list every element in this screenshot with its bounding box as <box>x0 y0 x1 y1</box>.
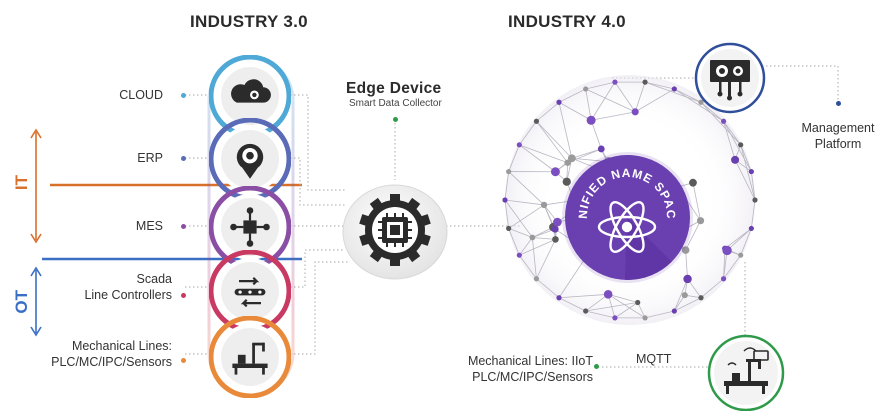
sphere-node <box>738 142 744 148</box>
sphere-node <box>551 225 559 233</box>
label-cloud: CLOUD <box>119 88 163 102</box>
edge-device-title: Edge Device <box>346 80 442 97</box>
it-bracket-arrow <box>30 128 42 244</box>
sphere-node <box>562 177 571 186</box>
dot-mes <box>181 224 186 229</box>
sphere-node <box>516 252 522 258</box>
conveyor-arrows-icon <box>234 277 266 308</box>
atom-icon <box>597 201 657 253</box>
sphere-node <box>689 178 697 187</box>
industry4-title: INDUSTRY 4.0 <box>508 12 626 31</box>
dot-cloud <box>181 93 186 98</box>
iiot-mechanical-node[interactable] <box>706 333 786 411</box>
sphere-node <box>681 292 688 299</box>
sphere-node <box>671 308 677 314</box>
label-scada: Scada Line Controllers <box>84 272 172 302</box>
sphere-node <box>612 315 618 321</box>
edge-dot <box>393 117 398 122</box>
stack-node-mech[interactable] <box>208 315 292 399</box>
sphere-node <box>567 154 576 163</box>
sphere-node <box>552 236 559 243</box>
edge-connector-lines <box>290 65 839 368</box>
sphere-node <box>553 217 562 227</box>
stack-node-erp[interactable] <box>208 117 292 201</box>
unified-namespace-hub[interactable]: UNIFIED NAME SPACE <box>565 155 690 280</box>
gears-board-icon <box>710 60 750 101</box>
ot-label: OT <box>12 290 31 314</box>
sphere-node <box>529 234 536 241</box>
sphere-node <box>556 99 562 105</box>
management-label: Management Platform <box>801 121 875 151</box>
sphere-node <box>612 79 618 85</box>
sphere-node <box>583 86 589 92</box>
sphere-node <box>635 299 641 306</box>
network-hub-icon <box>230 207 270 247</box>
sphere-node <box>540 201 548 209</box>
management-dot <box>836 101 841 106</box>
sphere-node <box>748 225 754 232</box>
label-mes: MES <box>135 219 163 233</box>
cloud-gear-icon <box>231 79 271 103</box>
stack-node-scada[interactable] <box>208 249 292 333</box>
label-mechanical-lines: Mechanical Lines: PLC/MC/IPC/Sensors <box>51 339 172 369</box>
sphere-node <box>583 308 589 314</box>
label-leader-lines <box>185 94 212 355</box>
sphere-node <box>731 155 740 164</box>
management-platform-node[interactable] <box>694 42 766 114</box>
sphere-node <box>550 167 560 177</box>
sphere-node <box>533 276 540 282</box>
sphere-node <box>556 295 562 301</box>
edge-device-subtitle: Smart Data Collector <box>349 98 442 109</box>
sphere-node <box>683 274 692 284</box>
sphere-node <box>506 168 512 175</box>
label-erp: ERP <box>137 151 163 165</box>
dot-erp <box>181 156 186 161</box>
iiot-label: Mechanical Lines: IIoT PLC/MC/IPC/Sensor… <box>467 354 593 384</box>
robot-line-icon <box>232 342 268 375</box>
sphere-node <box>696 217 705 225</box>
ot-bracket-arrow <box>30 266 42 337</box>
iiot-factory-icon <box>724 347 769 394</box>
sphere-node <box>748 168 754 175</box>
sphere-node <box>603 290 613 299</box>
dot-scada <box>181 293 186 298</box>
sphere-node <box>681 246 690 254</box>
dot-mech <box>181 358 186 363</box>
industry3-title: INDUSTRY 3.0 <box>190 12 308 31</box>
it-label: IT <box>12 175 31 191</box>
sphere-node <box>502 197 508 203</box>
stack-node-mes[interactable] <box>208 185 292 269</box>
sphere-node <box>722 245 732 256</box>
edge-device-node[interactable] <box>340 180 450 280</box>
sphere-node <box>671 86 677 92</box>
gear-pin-icon <box>236 143 264 179</box>
sphere-node <box>698 295 704 301</box>
sphere-node <box>516 142 522 148</box>
chip-gear-icon <box>359 194 431 266</box>
stack-node-cloud[interactable] <box>208 54 292 138</box>
sphere-node <box>720 118 727 124</box>
sphere-node <box>752 197 758 203</box>
sphere-node <box>642 79 648 85</box>
sphere-node <box>506 225 512 232</box>
sphere-node <box>698 99 704 105</box>
sphere-node <box>642 315 648 321</box>
sphere-node <box>720 276 727 282</box>
iiot-dot <box>594 364 599 369</box>
mqtt-label: MQTT <box>636 352 672 366</box>
sphere-node <box>586 115 596 125</box>
sphere-node <box>738 252 744 258</box>
sphere-node <box>597 145 605 153</box>
sphere-node <box>631 108 639 116</box>
sphere-node <box>533 118 540 124</box>
